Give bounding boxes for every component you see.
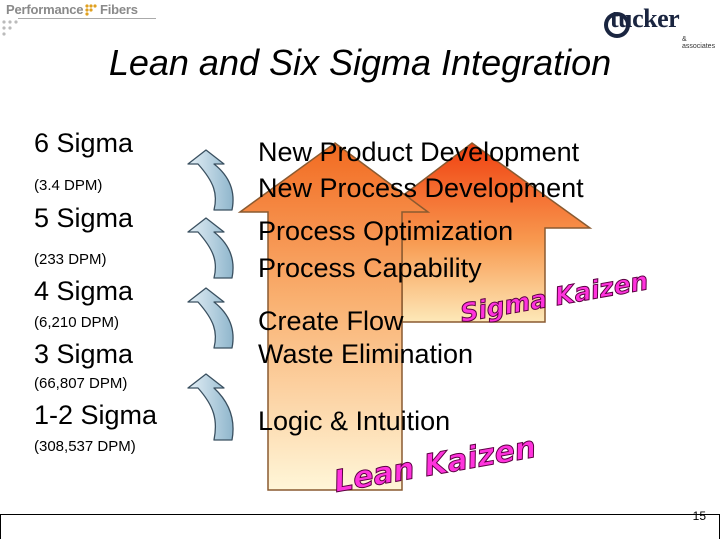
tucker-logo-icon bbox=[604, 12, 630, 38]
sigma-dpm-3: (66,807 DPM) bbox=[34, 375, 128, 392]
logo-right-text: tucker bbox=[610, 4, 680, 33]
sigma-dpm-5: (233 DPM) bbox=[34, 251, 107, 268]
stage-new-product-development: New Product Development bbox=[258, 137, 580, 167]
dot-pattern-icon bbox=[2, 20, 18, 36]
performance-fibers-logo: Performance Fibers bbox=[0, 0, 165, 42]
curved-arrow-3 bbox=[187, 287, 234, 349]
sigma-level-6: 6 Sigma bbox=[34, 128, 134, 158]
curved-arrows bbox=[187, 149, 234, 441]
tucker-associates-logo: tucker & associates bbox=[580, 4, 720, 50]
stage-new-process-development: New Process Development bbox=[258, 173, 584, 203]
page-number: 15 bbox=[692, 509, 706, 523]
logo-divider bbox=[18, 18, 156, 19]
sigma-dpm-6: (3.4 DPM) bbox=[34, 177, 103, 194]
logo-left-text-2: Fibers bbox=[100, 2, 138, 17]
stage-waste-elimination: Waste Elimination bbox=[258, 339, 474, 369]
slide-title: Lean and Six Sigma Integration bbox=[108, 42, 612, 83]
sigma-level-3: 3 Sigma bbox=[34, 339, 134, 369]
stage-process-capability: Process Capability bbox=[258, 253, 482, 283]
logo-right-subtext: & associates bbox=[682, 36, 716, 50]
stage-create-flow: Create Flow bbox=[258, 306, 404, 336]
stage-process-optimization: Process Optimization bbox=[258, 216, 514, 246]
sigma-level-4: 4 Sigma bbox=[34, 276, 134, 306]
curved-arrow-1 bbox=[187, 149, 234, 211]
footer-bar bbox=[0, 514, 720, 539]
curved-arrow-4 bbox=[187, 373, 234, 441]
sigma-dpm-1-2: (308,537 DPM) bbox=[34, 438, 136, 455]
logo-left-text-1: Performance bbox=[6, 2, 84, 17]
stage-logic-intuition: Logic & Intuition bbox=[258, 406, 451, 436]
sigma-dpm-4: (6,210 DPM) bbox=[34, 314, 120, 331]
sigma-level-5: 5 Sigma bbox=[34, 203, 134, 233]
sigma-level-1-2: 1-2 Sigma bbox=[34, 400, 158, 430]
lean-kaizen-arrow bbox=[237, 142, 431, 491]
curved-arrow-2 bbox=[187, 217, 234, 279]
fibers-logo-icon bbox=[85, 4, 97, 16]
